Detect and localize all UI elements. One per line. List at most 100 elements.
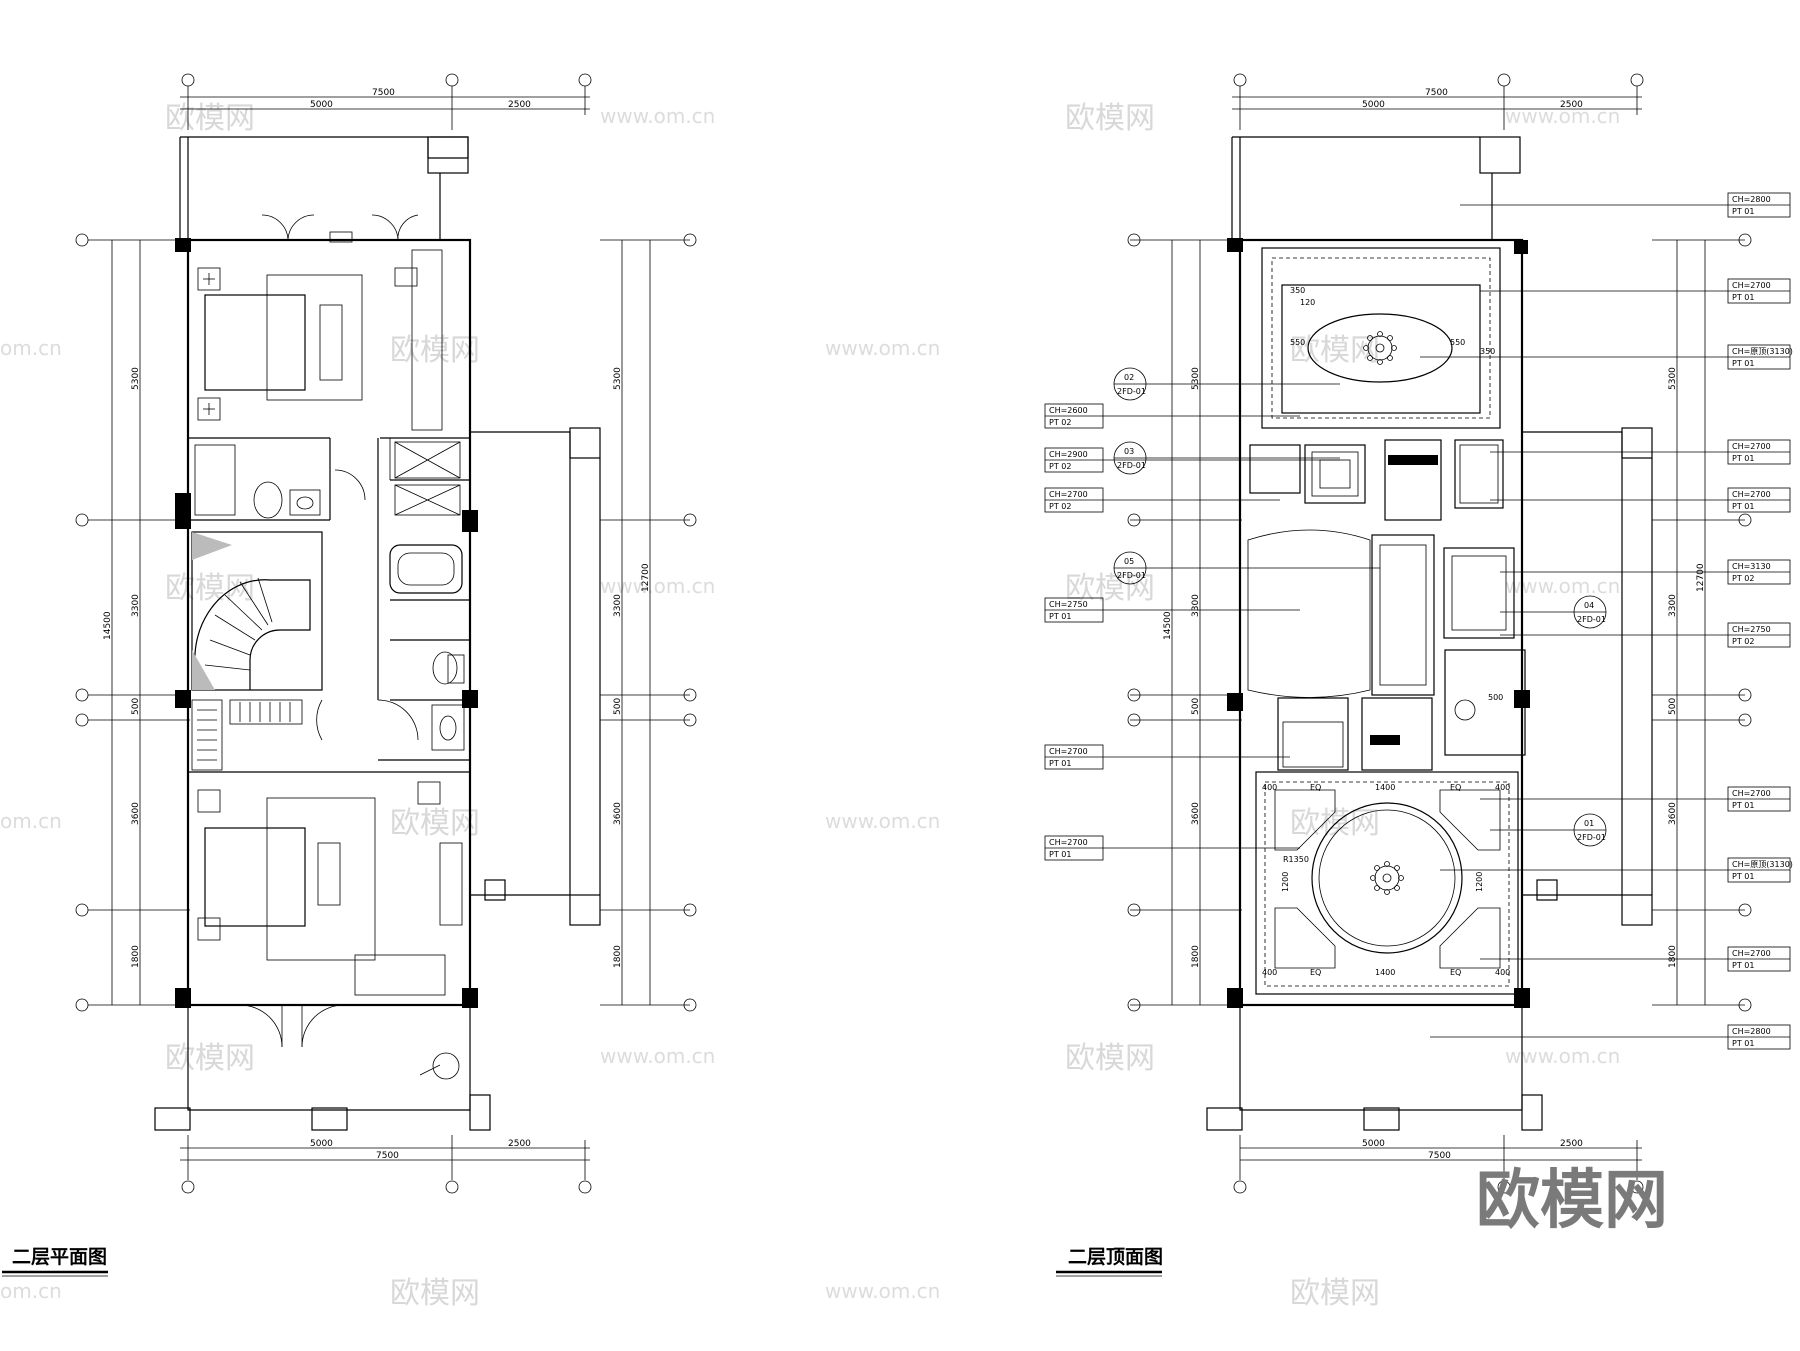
dim-left-overall: 14500 bbox=[1163, 611, 1173, 640]
bed bbox=[266, 797, 376, 961]
dim-right-seg: 500 bbox=[613, 698, 623, 715]
ceiling-height-tag: CH=2800 PT 01 bbox=[1460, 192, 1791, 218]
ceiling-dim: 400 bbox=[1262, 968, 1277, 977]
ceiling-height-label: CH=2700 bbox=[1732, 789, 1771, 798]
watermark-brand: 欧模网 bbox=[1065, 571, 1155, 606]
watermark-url: www.om.cn bbox=[1505, 574, 1620, 598]
watermark-brand: 欧模网 bbox=[390, 1276, 480, 1311]
watermark-url: www.om.cn bbox=[600, 104, 715, 128]
dim-right-seg: 5300 bbox=[613, 367, 623, 390]
ceiling-dim: 350 bbox=[1290, 286, 1305, 295]
ceiling-height-tag: CH=2700 PT 01 bbox=[1480, 946, 1791, 972]
dim-left-seg: 3600 bbox=[1191, 802, 1201, 825]
grid-bubble bbox=[1233, 1180, 1247, 1194]
grid-bubble bbox=[181, 1180, 195, 1194]
ceiling-dim: EQ bbox=[1450, 968, 1461, 977]
paint-code-label: PT 02 bbox=[1049, 462, 1071, 471]
detail-number: 02 bbox=[1124, 373, 1134, 382]
grid-bubble bbox=[445, 73, 459, 87]
dim-right-seg: 1800 bbox=[1668, 945, 1678, 968]
grid-bubble bbox=[181, 73, 195, 87]
dim-left-seg: 500 bbox=[131, 698, 141, 715]
ceiling-height-label: CH=2750 bbox=[1049, 600, 1088, 609]
ceiling-dim: EQ bbox=[1450, 783, 1461, 792]
paint-code-label: PT 01 bbox=[1732, 872, 1754, 881]
ceiling-dim: 550 bbox=[1450, 338, 1465, 347]
watermark-brand: 欧模网 bbox=[390, 333, 480, 368]
chandelier-icon bbox=[1367, 335, 1393, 361]
ceiling-dim: EQ bbox=[1310, 783, 1321, 792]
paint-code-label: PT 01 bbox=[1049, 759, 1071, 768]
dim-left-seg: 1800 bbox=[1191, 945, 1201, 968]
grid-bubble bbox=[1630, 73, 1644, 87]
dim-right-seg: 3600 bbox=[1668, 802, 1678, 825]
dim-left-seg: 5300 bbox=[131, 367, 141, 390]
dim-top-overall: 7500 bbox=[372, 88, 395, 98]
dim-left-seg: 3300 bbox=[1191, 594, 1201, 617]
ceiling-height-label: CH=原顶(3130) bbox=[1732, 860, 1793, 869]
paint-code-label: PT 02 bbox=[1732, 574, 1754, 583]
paint-code-label: PT 01 bbox=[1049, 850, 1071, 859]
paint-code-label: PT 01 bbox=[1732, 293, 1754, 302]
detail-sheet-ref: 2FD-01 bbox=[1577, 833, 1606, 842]
watermark-brand: 欧模网 bbox=[390, 806, 480, 841]
ceiling-dim: EQ bbox=[1310, 968, 1321, 977]
watermark-layer: 欧模网 www.om.cn 欧模网 www.om.cn om.cn 欧模网 ww… bbox=[0, 101, 1620, 1311]
detail-number: 04 bbox=[1584, 601, 1594, 610]
paint-code-label: PT 01 bbox=[1732, 207, 1754, 216]
paint-code-label: PT 02 bbox=[1732, 637, 1754, 646]
ceiling-dim: 1200 bbox=[1475, 872, 1484, 892]
bed bbox=[204, 827, 306, 927]
paint-code-label: PT 01 bbox=[1732, 1039, 1754, 1048]
watermark-url: www.om.cn bbox=[825, 1279, 940, 1303]
watermark-brand: 欧模网 bbox=[165, 1041, 255, 1076]
dim-left-seg: 5300 bbox=[1191, 367, 1201, 390]
dim-right-seg: 3300 bbox=[613, 594, 623, 617]
ceiling-height-label: CH=原顶(3130) bbox=[1732, 347, 1793, 356]
chandelier-icon bbox=[1374, 865, 1400, 891]
paint-code-label: PT 01 bbox=[1732, 801, 1754, 810]
ceiling-dim: 350 bbox=[1480, 347, 1495, 356]
ceiling-dim: 400 bbox=[1495, 783, 1510, 792]
grid-bubble bbox=[578, 1180, 592, 1194]
ceiling-dim: 400 bbox=[1262, 783, 1277, 792]
ceiling-height-tag: CH=2700 PT 01 bbox=[1480, 278, 1791, 304]
paint-code-label: PT 02 bbox=[1049, 418, 1071, 427]
ceiling-height-tag: CH=2600 PT 02 bbox=[1044, 403, 1300, 429]
dim-bottom-left: 5000 bbox=[310, 1139, 333, 1149]
ceiling-height-label: CH=2700 bbox=[1732, 490, 1771, 499]
grid-bubble bbox=[1630, 1180, 1644, 1194]
dim-bottom-overall: 7500 bbox=[376, 1151, 399, 1161]
watermark-url: om.cn bbox=[0, 336, 62, 360]
watermark-brand: 欧模网 bbox=[165, 101, 255, 136]
bed bbox=[204, 294, 306, 391]
watermark-brand: 欧模网 bbox=[1290, 1276, 1380, 1311]
paint-code-label: PT 01 bbox=[1732, 502, 1754, 511]
dim-left-seg: 1800 bbox=[131, 945, 141, 968]
watermark-url: www.om.cn bbox=[825, 336, 940, 360]
watermark-url: www.om.cn bbox=[825, 809, 940, 833]
ceiling-dim: 400 bbox=[1495, 968, 1510, 977]
grid-bubble bbox=[1497, 73, 1511, 87]
ceiling-height-label: CH=2700 bbox=[1732, 281, 1771, 290]
ceiling-height-label: CH=2600 bbox=[1049, 406, 1088, 415]
paint-code-label: PT 01 bbox=[1732, 961, 1754, 970]
ceiling-height-label: CH=2700 bbox=[1732, 949, 1771, 958]
paint-code-label: PT 01 bbox=[1049, 612, 1071, 621]
watermark-brand: 欧模网 bbox=[165, 571, 255, 606]
ceiling-height-label: CH=2800 bbox=[1732, 195, 1771, 204]
paint-code-label: PT 01 bbox=[1732, 359, 1754, 368]
ceiling-dim: 1200 bbox=[1281, 872, 1290, 892]
watermark-url: www.om.cn bbox=[1505, 1044, 1620, 1068]
detail-number: 01 bbox=[1584, 819, 1594, 828]
grid-bubble bbox=[578, 73, 592, 87]
ceiling-height-label: CH=3130 bbox=[1732, 562, 1771, 571]
dim-top-left: 5000 bbox=[310, 100, 333, 110]
dim-left-seg: 3300 bbox=[131, 594, 141, 617]
dim-right-seg: 500 bbox=[1668, 698, 1678, 715]
